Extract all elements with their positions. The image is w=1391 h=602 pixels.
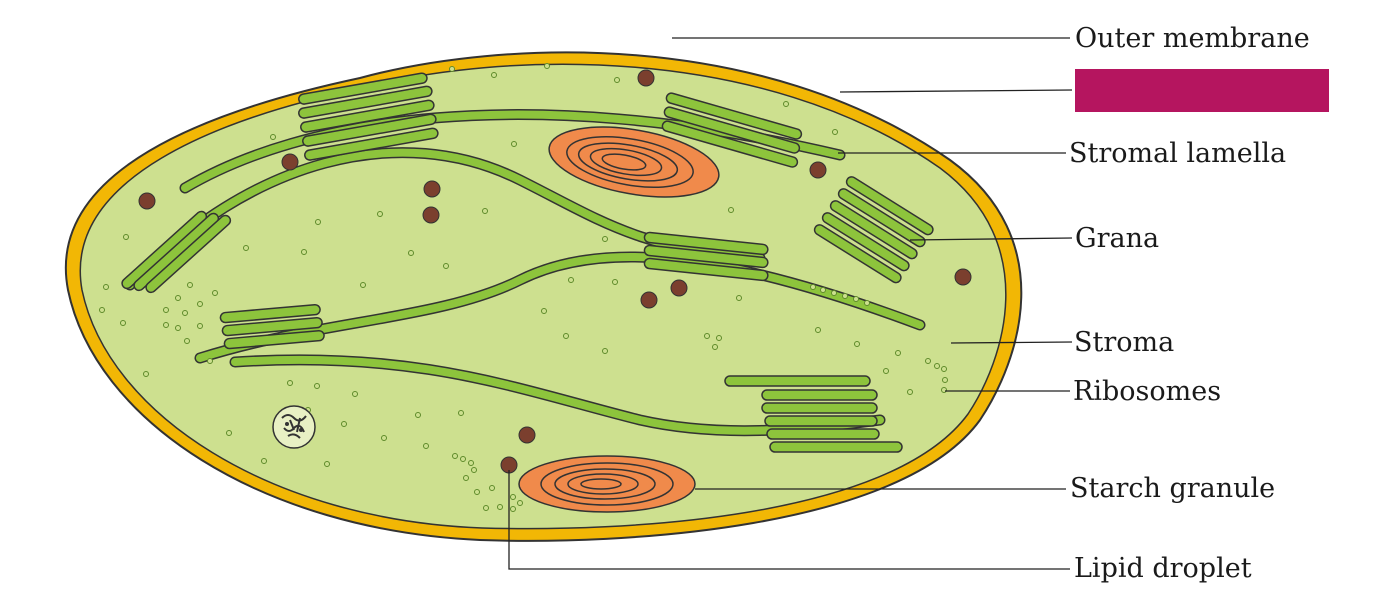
label-ribosomes: Ribosomes: [1073, 376, 1222, 407]
label-starch-granule: Starch granule: [1070, 473, 1276, 504]
leader-lines: [508, 37, 1073, 570]
label-lipid-droplet: Lipid droplet: [1074, 553, 1252, 584]
starch-granule-top: [548, 126, 720, 198]
nucleoid-dna: [272, 405, 316, 449]
label-stroma: Stroma: [1074, 327, 1175, 358]
lipid-droplets: [138, 69, 972, 474]
ribosomes: [99, 63, 948, 512]
hidden-label-box: [1075, 69, 1329, 112]
grana-stacks: [121, 72, 934, 453]
label-stromal-lamella: Stromal lamella: [1069, 138, 1287, 169]
label-outer-membrane: Outer membrane: [1075, 23, 1310, 54]
label-grana: Grana: [1075, 223, 1160, 254]
starch-granule-bottom: [518, 455, 696, 513]
